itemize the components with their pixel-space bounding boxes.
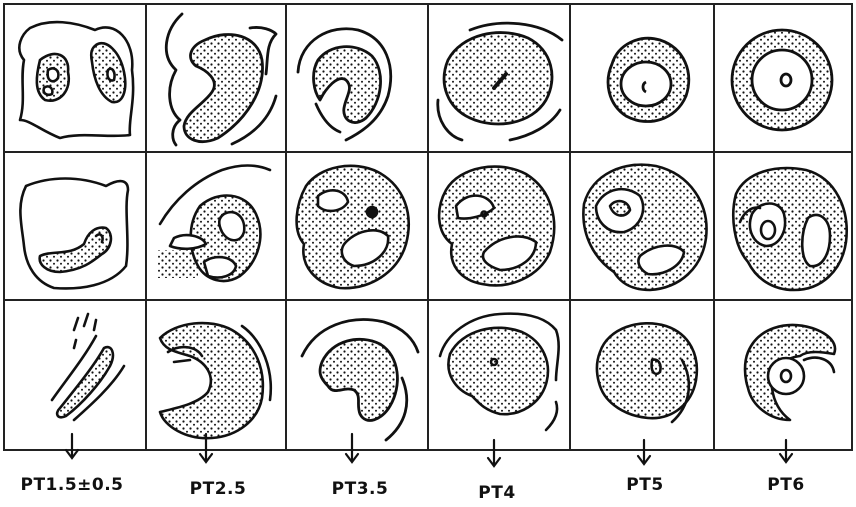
cell-r3-c5 bbox=[597, 323, 697, 422]
cell-r2-c3 bbox=[297, 166, 409, 288]
column-label-3: PT3.5 bbox=[332, 479, 389, 499]
column-label-5: PT5 bbox=[626, 475, 663, 495]
arrow-icon-col3 bbox=[346, 434, 358, 462]
cell-r3-c2 bbox=[160, 323, 271, 438]
arrow-icon-col5 bbox=[638, 440, 650, 464]
column-label-6: PT6 bbox=[767, 475, 804, 495]
cell-r1-c1 bbox=[19, 22, 133, 138]
column-label-1: PT1.5±0.5 bbox=[20, 475, 123, 495]
arrow-icon-col1 bbox=[66, 434, 78, 458]
cell-r1-c3 bbox=[298, 29, 391, 140]
cell-r3-c3 bbox=[302, 320, 418, 440]
cell-r2-c6 bbox=[733, 168, 846, 290]
cell-r1-c4 bbox=[438, 23, 562, 140]
cell-r2-c5 bbox=[583, 165, 706, 290]
column-labels: PT1.5±0.5 PT2.5 PT3.5 PT4 PT5 PT6 bbox=[20, 475, 804, 503]
cell-r2-c1 bbox=[20, 179, 128, 289]
cell-r3-c1 bbox=[52, 314, 124, 420]
cell-r2-c2 bbox=[166, 14, 276, 145]
cell-r1-c6 bbox=[732, 30, 832, 130]
arrow-icon-col4 bbox=[488, 440, 500, 466]
column-label-4: PT4 bbox=[478, 483, 515, 503]
cell-r2-c4 bbox=[439, 167, 554, 286]
cell-r3-c6 bbox=[745, 325, 835, 420]
cell-r3-c4 bbox=[440, 314, 559, 430]
cell-r1-c5 bbox=[608, 38, 689, 121]
column-label-2: PT2.5 bbox=[190, 479, 247, 499]
cell-r2-c2b bbox=[158, 166, 270, 281]
